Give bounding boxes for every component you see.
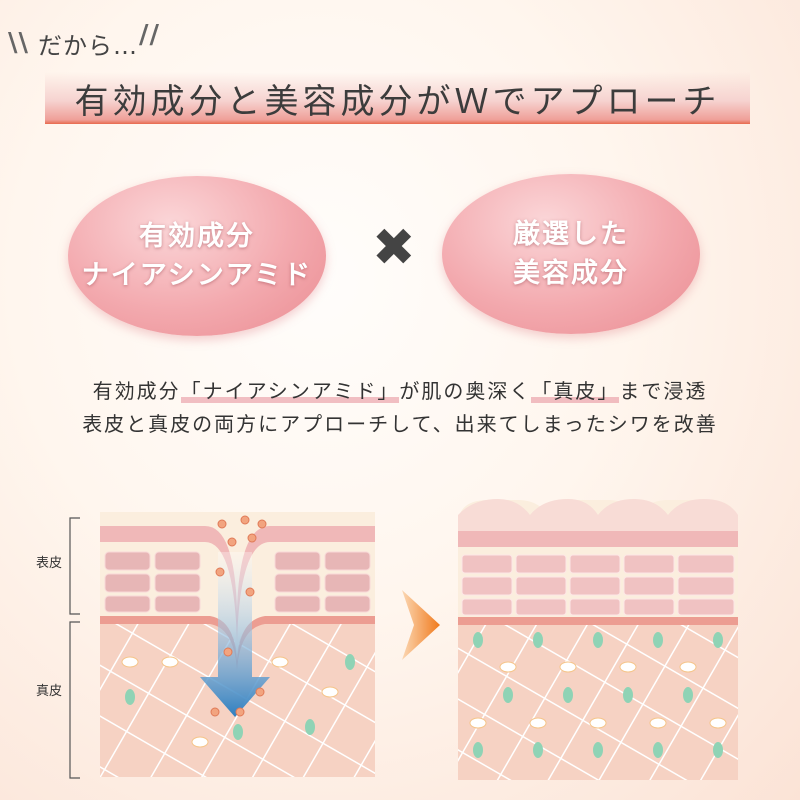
text: まで浸透 <box>619 379 708 403</box>
emphasis-marks-left: \\ <box>8 28 29 58</box>
highlight-text: 「真皮」 <box>531 379 620 403</box>
highlight-text: 「ナイアシンアミド」 <box>180 379 400 403</box>
description-line-2: 表皮と真皮の両方にアプローチして、出来てしまったシワを改善 <box>82 412 718 436</box>
page-title: 有効成分と美容成分がＷでアプローチ <box>74 82 721 122</box>
bubble-line: ナイアシンアミド <box>81 260 313 291</box>
kicker-label: だから… <box>38 32 138 60</box>
description-line-1: 有効成分「ナイアシンアミド」が肌の奥深く「真皮」まで浸透 <box>0 375 800 404</box>
transition-arrow-icon <box>402 590 440 660</box>
text: 有効成分 <box>92 379 181 403</box>
kicker-text: \\ だから… // <box>8 20 159 61</box>
label-dermis: 真皮 <box>36 684 63 699</box>
emphasis-marks-right: // <box>139 20 160 50</box>
label-epidermis: 表皮 <box>36 556 63 571</box>
skin-diagram-before <box>100 512 375 777</box>
title-underline-band <box>45 72 750 124</box>
bubble-line: 美容成分 <box>513 258 629 289</box>
skin-diagram-after <box>458 499 738 780</box>
bubble-line: 厳選した <box>513 218 629 250</box>
bubble-line: 有効成分 <box>139 220 255 252</box>
layer-brackets <box>69 517 80 779</box>
text: が肌の奥深く <box>399 379 532 403</box>
penetration-arrow-icon <box>200 552 270 717</box>
ingredient-bubble-niacinamide: 有効成分 ナイアシンアミド <box>68 176 326 336</box>
ingredient-bubble-beauty: 厳選した 美容成分 <box>442 174 700 334</box>
times-icon: ✖ <box>372 218 416 278</box>
